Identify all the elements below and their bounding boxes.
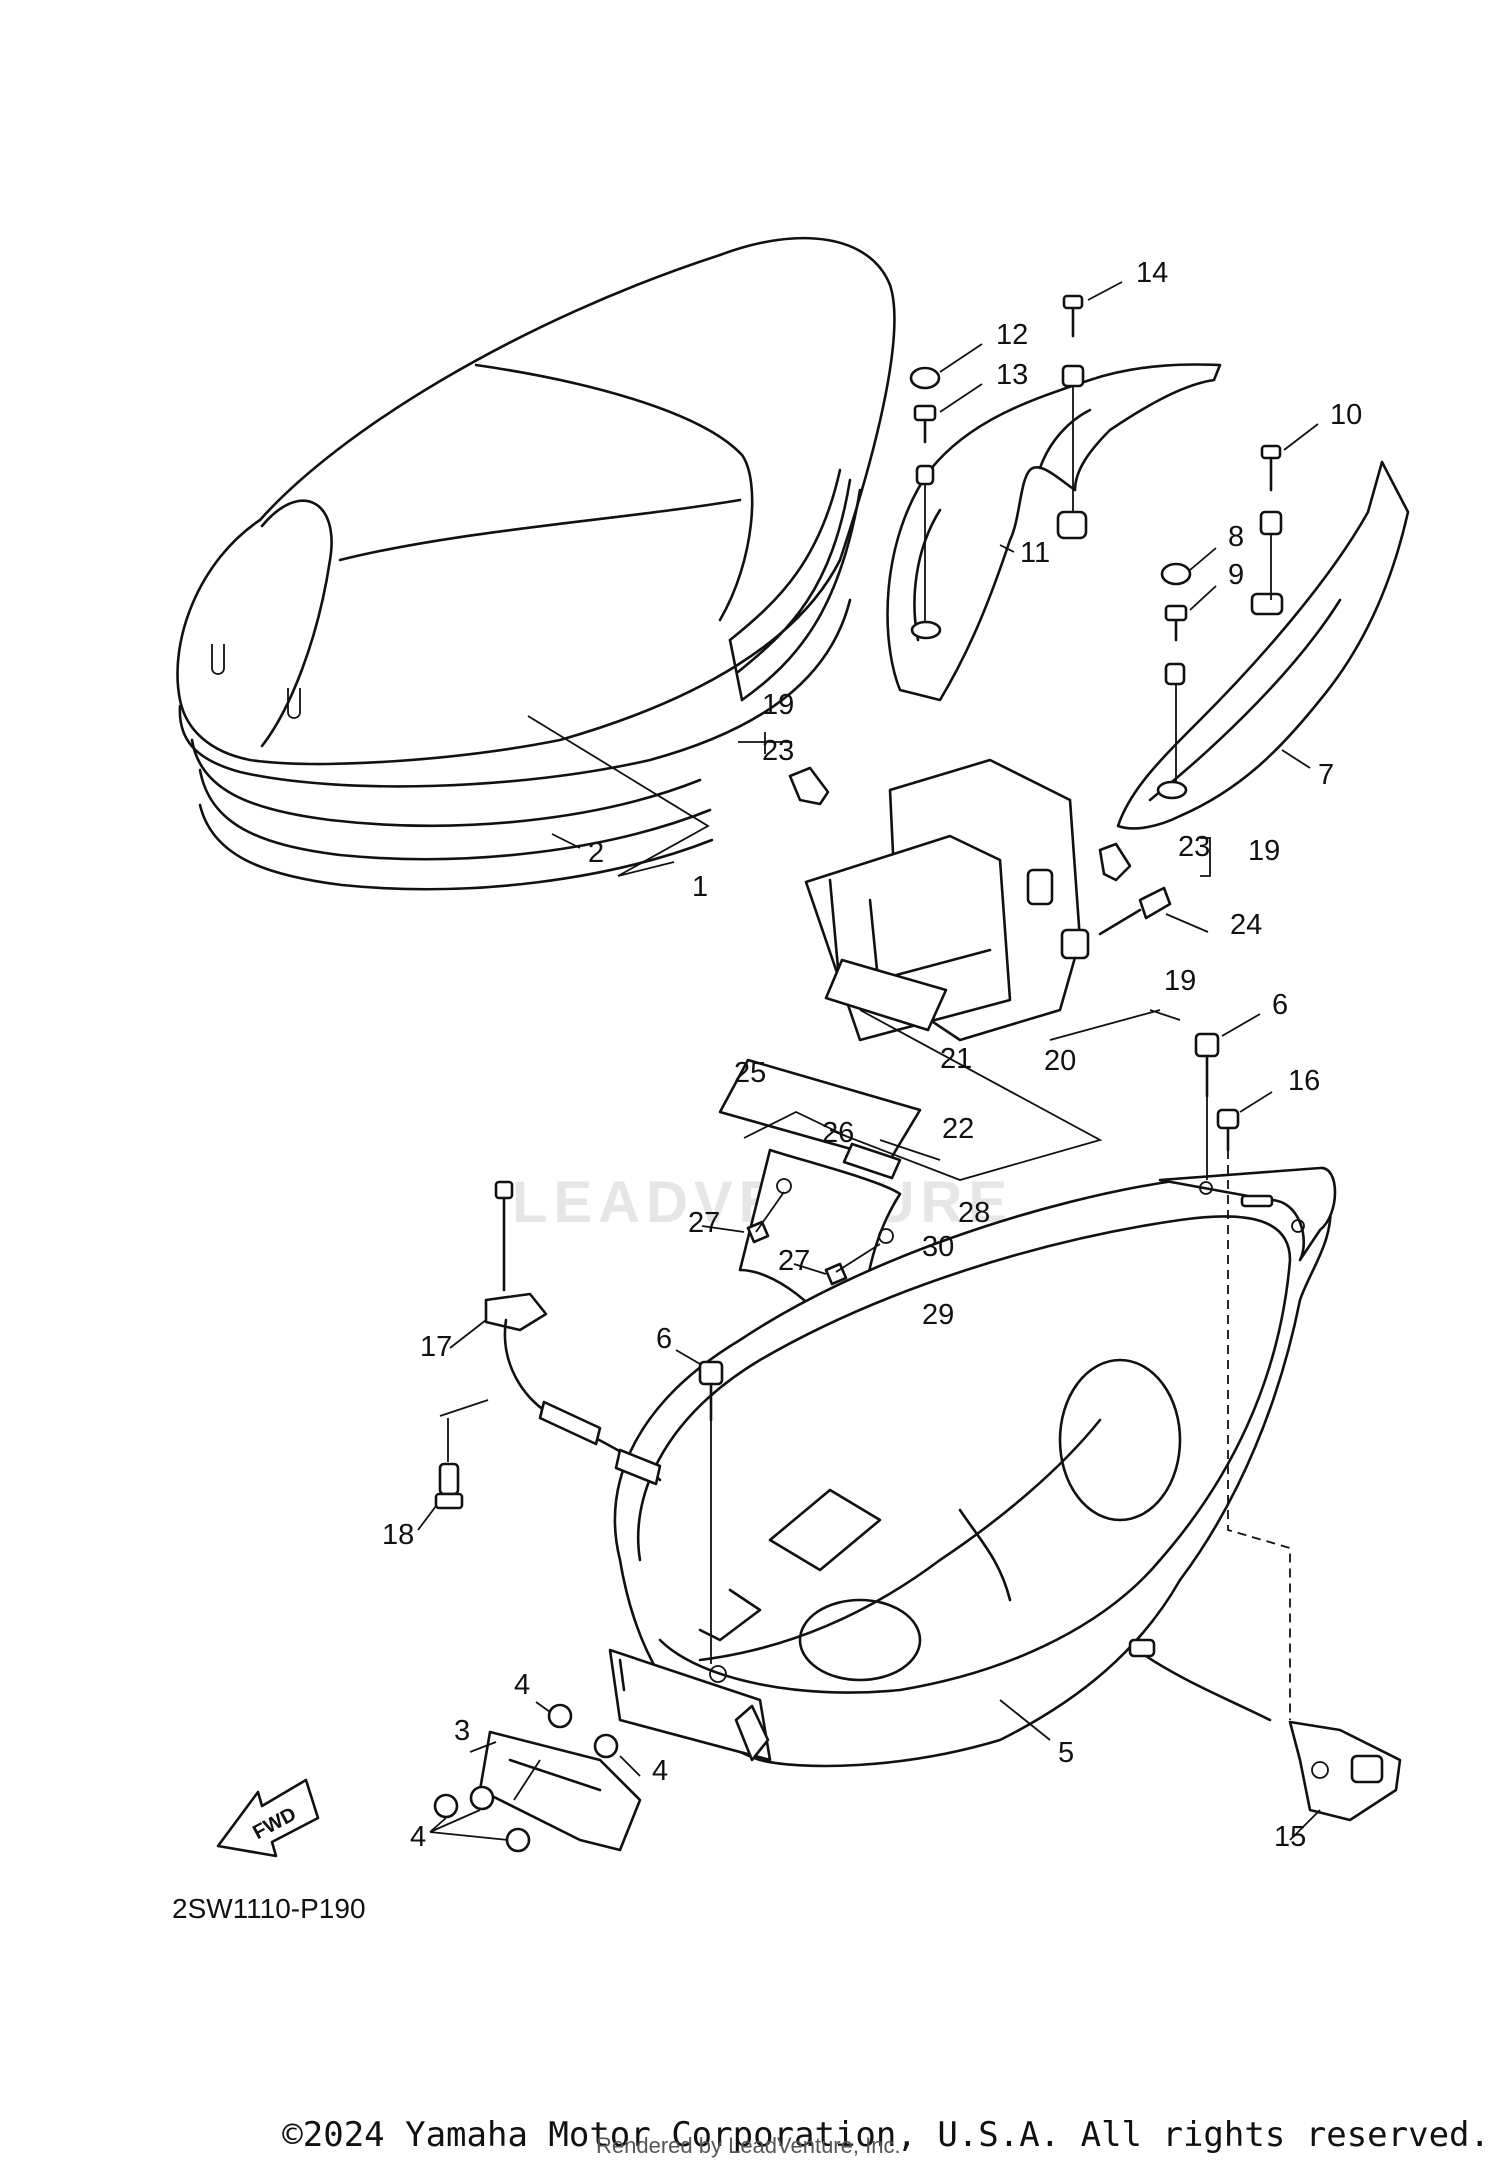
callout-c26: 26 bbox=[822, 1117, 854, 1149]
callout-c28: 28 bbox=[958, 1197, 990, 1229]
callout-c1: 1 bbox=[692, 871, 708, 903]
callout-c20: 20 bbox=[1044, 1045, 1076, 1077]
callout-c6a: 6 bbox=[1272, 989, 1288, 1021]
callout-c18: 18 bbox=[382, 1519, 414, 1551]
luggage-box-5 bbox=[608, 1166, 1337, 1768]
callout-c25: 25 bbox=[734, 1057, 766, 1089]
callout-c3: 3 bbox=[454, 1715, 470, 1747]
callout-c19b: 19 bbox=[1248, 835, 1280, 867]
callout-c29: 29 bbox=[922, 1299, 954, 1331]
callout-c14: 14 bbox=[1136, 257, 1168, 289]
copyright-text: ©2024 Yamaha Motor Corporation, U.S.A. A… bbox=[282, 2115, 1490, 2155]
diagram-code: 2SW1110-P190 bbox=[172, 1893, 366, 1924]
callout-c19c: 19 bbox=[1164, 965, 1196, 997]
callout-c4c: 4 bbox=[410, 1821, 426, 1853]
seat-lock-15 bbox=[1288, 1720, 1402, 1841]
callout-c15: 15 bbox=[1274, 1821, 1306, 1853]
callout-c8: 8 bbox=[1228, 521, 1244, 553]
callout-c13: 13 bbox=[996, 359, 1028, 391]
callout-c10: 10 bbox=[1330, 399, 1362, 431]
mount-bolts bbox=[675, 1013, 1291, 1720]
callout-c23b: 23 bbox=[1178, 831, 1210, 863]
seat-lock-cable-17 bbox=[417, 1180, 1272, 1722]
seat-drawing bbox=[176, 236, 896, 891]
callout-c23a: 23 bbox=[762, 735, 794, 767]
callout-c2: 2 bbox=[588, 837, 604, 869]
callout-c5: 5 bbox=[1058, 1737, 1074, 1769]
callout-c7: 7 bbox=[1318, 759, 1334, 791]
callout-c17: 17 bbox=[420, 1331, 452, 1363]
bracket-3 bbox=[429, 1701, 642, 1853]
callout-c4b: 4 bbox=[652, 1755, 668, 1787]
fwd-arrow-icon: FWD bbox=[216, 1778, 320, 1858]
callout-c30: 30 bbox=[922, 1231, 954, 1263]
callout-labels: 1234445667891011121314151617181919192021… bbox=[382, 257, 1362, 1853]
rendered-by-text: Rendered by LeadVenture, Inc. bbox=[596, 2133, 901, 2158]
callout-c12: 12 bbox=[996, 319, 1028, 351]
callout-c16: 16 bbox=[1288, 1065, 1320, 1097]
callout-c24: 24 bbox=[1230, 909, 1262, 941]
callout-c6b: 6 bbox=[656, 1323, 672, 1355]
storage-box-assembly bbox=[718, 732, 1211, 1181]
side-grip-7 bbox=[1116, 460, 1410, 830]
rear-grip-11 bbox=[886, 363, 1222, 702]
callout-c22: 22 bbox=[942, 1113, 974, 1145]
callout-c4a: 4 bbox=[514, 1669, 530, 1701]
callout-c27a: 27 bbox=[688, 1207, 720, 1239]
callout-c19a: 19 bbox=[762, 689, 794, 721]
callout-c21: 21 bbox=[940, 1043, 972, 1075]
callout-c27b: 27 bbox=[778, 1245, 810, 1277]
grip-hardware bbox=[909, 281, 1319, 782]
callout-c11: 11 bbox=[1020, 537, 1050, 569]
callout-c9: 9 bbox=[1228, 559, 1244, 591]
